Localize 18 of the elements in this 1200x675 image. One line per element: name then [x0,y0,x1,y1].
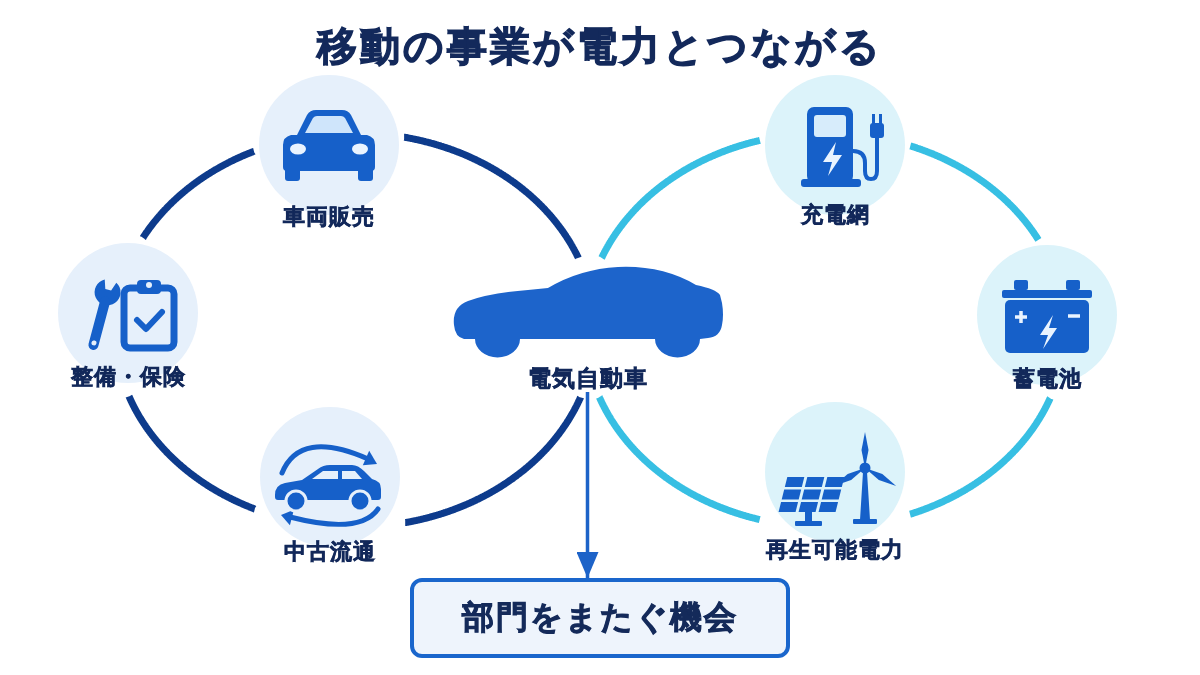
loop-line [125,393,258,513]
highlight-box: 部門をまたぐ機会 [410,578,790,658]
node-label: 充電網 [800,201,870,229]
node-label: 蓄電池 [1012,365,1082,393]
loop-line [598,137,763,262]
loop-line [596,393,763,523]
node-label: 再生可能電力 [766,536,904,564]
loop-line [402,394,584,527]
node-label: 車両販売 [283,203,375,231]
node-label: 整備・保険 [70,363,186,391]
loop-line [401,133,582,262]
loop-line [906,395,1054,518]
arrow [576,392,599,578]
loop-line [139,147,258,241]
loop-line [907,142,1042,244]
node-label: 電気自動車 [527,364,648,392]
node-label: 中古流通 [284,538,376,566]
title: 移動の事業が電力とつながる [317,22,883,71]
